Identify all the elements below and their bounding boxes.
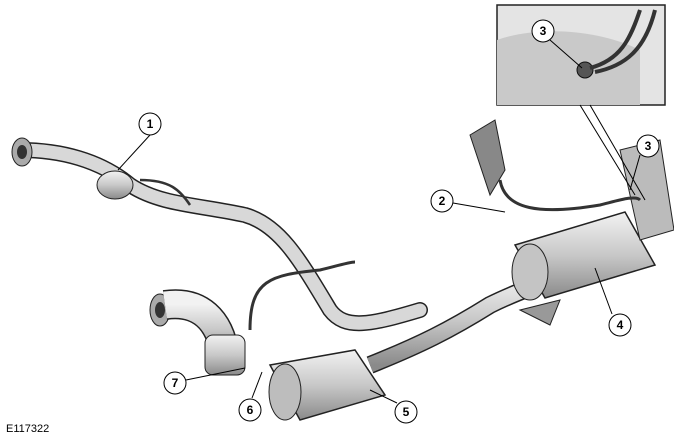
callout-3-inset: 3 [531, 19, 555, 43]
callout-2: 2 [430, 189, 454, 213]
svg-text:3: 3 [540, 24, 547, 38]
callout-1: 1 [138, 112, 162, 136]
svg-text:2: 2 [439, 194, 446, 208]
svg-text:4: 4 [617, 318, 624, 332]
sensor-harness [139, 119, 642, 331]
svg-text:7: 7 [172, 376, 179, 390]
callout-6: 6 [238, 398, 262, 422]
front-particulate-filter [268, 349, 387, 421]
front-catalyst [149, 289, 246, 376]
svg-text:6: 6 [247, 403, 254, 417]
callout-3: 3 [636, 134, 660, 158]
callout-4: 4 [608, 313, 632, 337]
figure-id: E117322 [6, 423, 50, 435]
svg-text:3: 3 [645, 139, 652, 153]
leader-lines [117, 39, 641, 404]
svg-text:5: 5 [403, 405, 410, 419]
rear-particulate-filter [511, 139, 674, 326]
detail-inset [496, 4, 666, 201]
svg-text:1: 1 [147, 117, 154, 131]
callout-5: 5 [394, 400, 418, 424]
front-downpipe [11, 137, 428, 332]
callout-7: 7 [163, 371, 187, 395]
